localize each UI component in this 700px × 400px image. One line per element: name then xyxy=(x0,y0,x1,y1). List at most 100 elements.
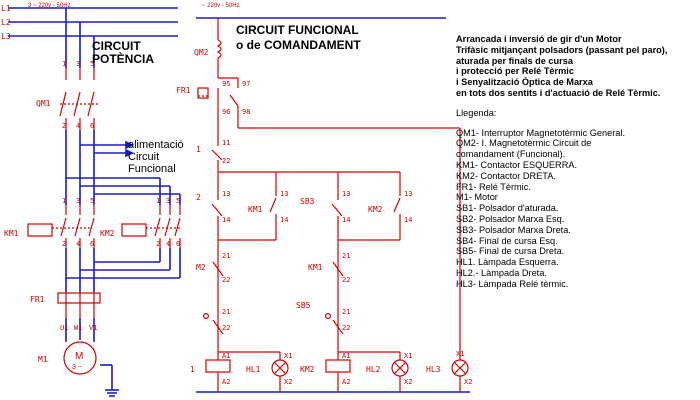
label-qm1: QM1 xyxy=(36,99,51,108)
feed-label-3: Funcional xyxy=(128,163,176,175)
svg-text:V1: V1 xyxy=(89,324,97,332)
power-title-1: CIRCUIT xyxy=(92,39,141,53)
legend-item: HL1. Làmpada Esquerra. xyxy=(456,257,559,268)
svg-text:5: 5 xyxy=(90,197,94,205)
svg-text:13: 13 xyxy=(404,190,412,198)
label-m1: M1 xyxy=(38,355,48,364)
control-title-2: o de COMANDAMENT xyxy=(236,38,361,52)
phase-l3: L3 xyxy=(1,32,11,41)
svg-text:X1: X1 xyxy=(404,352,412,360)
feed-label-1: alimentació xyxy=(128,139,184,151)
svg-text:1: 1 xyxy=(156,197,160,205)
svg-text:21: 21 xyxy=(222,252,230,260)
svg-text:5: 5 xyxy=(90,60,94,68)
svg-text:2: 2 xyxy=(62,122,66,130)
svg-text:A2: A2 xyxy=(222,378,230,386)
legend-item: QM1- Interruptor Magnetotèrmic General. xyxy=(456,127,626,138)
svg-text:5: 5 xyxy=(176,197,180,205)
supply-right-label: ~ 220v - 50Hz xyxy=(202,3,240,9)
label-hl1: HL1 xyxy=(246,365,261,374)
legend-item: FR1- Relé Tèrmic. xyxy=(456,181,531,192)
svg-text:13: 13 xyxy=(222,190,230,198)
svg-text:97: 97 xyxy=(242,80,250,88)
label-hl2: HL2 xyxy=(366,365,381,374)
svg-text:14: 14 xyxy=(404,216,412,224)
control-wiring-red xyxy=(197,18,461,392)
legend-item: KM2- Contactor DRETA. xyxy=(456,170,556,181)
svg-text:14: 14 xyxy=(222,216,230,224)
legend-item: SB1- Polsador d'aturada. xyxy=(456,203,559,214)
svg-text:X2: X2 xyxy=(284,378,292,386)
svg-text:96: 96 xyxy=(222,108,230,116)
svg-text:3: 3 xyxy=(76,60,80,68)
svg-text:22: 22 xyxy=(222,324,230,332)
svg-text:U1: U1 xyxy=(60,324,68,332)
desc-line: en tots dos sentits i d'actuació de Relé… xyxy=(456,87,661,98)
svg-text:X1: X1 xyxy=(284,352,292,360)
svg-text:X2: X2 xyxy=(404,378,412,386)
legend-item: QM2- I. Magnetotèrmic Circuit de xyxy=(456,138,592,149)
label-km1: KM1 xyxy=(4,229,19,238)
desc-line: i Senyalització Òptica de Marxa xyxy=(456,77,593,88)
label-fr1-control: FR1 xyxy=(176,86,191,95)
label-qm2: QM2 xyxy=(194,48,209,57)
label-coil1: 1 xyxy=(190,365,195,374)
svg-text:W1: W1 xyxy=(74,324,82,332)
svg-text:3: 3 xyxy=(166,197,170,205)
legend-item: SB2- Polsador Marxa Esq. xyxy=(456,213,565,224)
power-devices xyxy=(27,68,181,375)
label-sb2: 2 xyxy=(196,193,201,202)
control-title-1: CIRCUIT FUNCIONAL xyxy=(236,23,359,37)
label-km2-aux: KM2 xyxy=(368,205,383,214)
svg-text:6: 6 xyxy=(176,240,180,248)
power-circuit xyxy=(8,7,181,397)
label-sb1: 1 xyxy=(196,145,201,154)
desc-line: i protecció per Relé Tèrmic xyxy=(456,66,574,77)
svg-text:A2: A2 xyxy=(342,378,350,386)
legend-item: SB4- Final de cursa Esq. xyxy=(456,235,558,246)
desc-line: Arrancada i inversió de gir d'un Motor xyxy=(456,34,622,44)
label-hl3: HL3 xyxy=(426,365,441,374)
svg-text:21: 21 xyxy=(342,308,350,316)
svg-text:2: 2 xyxy=(156,240,160,248)
svg-text:13: 13 xyxy=(342,190,350,198)
svg-text:14: 14 xyxy=(280,216,288,224)
svg-text:14: 14 xyxy=(342,216,350,224)
svg-text:98: 98 xyxy=(242,108,250,116)
power-title-2: POTÈNCIA xyxy=(92,51,154,66)
svg-text:22: 22 xyxy=(342,324,350,332)
lamps xyxy=(271,359,469,377)
label-m2: M2 xyxy=(196,263,206,272)
phase-l2: L2 xyxy=(1,18,11,27)
svg-text:X1: X1 xyxy=(456,350,464,358)
supply-left-label: 3 ~ 220v - 50Hz xyxy=(28,3,71,9)
feed-label-2: Circuit xyxy=(128,151,159,163)
svg-text:13: 13 xyxy=(280,190,288,198)
legend-title: Llegenda: xyxy=(456,107,497,118)
svg-text:6: 6 xyxy=(90,122,94,130)
label-km2: KM2 xyxy=(100,229,115,238)
lamp-hl1 xyxy=(271,359,289,377)
svg-text:22: 22 xyxy=(342,276,350,284)
legend-item: M1- Motor xyxy=(456,192,498,203)
svg-text:A1: A1 xyxy=(342,352,350,360)
legend-item: KM1- Contactor ESQUERRA. xyxy=(456,159,578,170)
label-fr1-power: FR1 xyxy=(30,295,45,304)
svg-text:21: 21 xyxy=(222,308,230,316)
legend-item: comandament (Funcional). xyxy=(456,149,566,160)
desc-line: Trifàsic mitjançant polsadors (passant p… xyxy=(456,44,668,55)
label-sb5: SB5 xyxy=(296,301,311,310)
label-km1-aux: KM1 xyxy=(248,205,263,214)
control-wiring xyxy=(196,17,470,393)
svg-text:95: 95 xyxy=(222,80,230,88)
phase-l1: L1 xyxy=(1,4,11,13)
legend-item: SB5- Final de cursa Dreta. xyxy=(456,246,565,257)
svg-text:4: 4 xyxy=(76,122,80,130)
lamp-hl3 xyxy=(451,359,469,377)
motor-symbol: M xyxy=(75,351,83,362)
lamp-hl2 xyxy=(391,359,409,377)
svg-text:22: 22 xyxy=(222,276,230,284)
